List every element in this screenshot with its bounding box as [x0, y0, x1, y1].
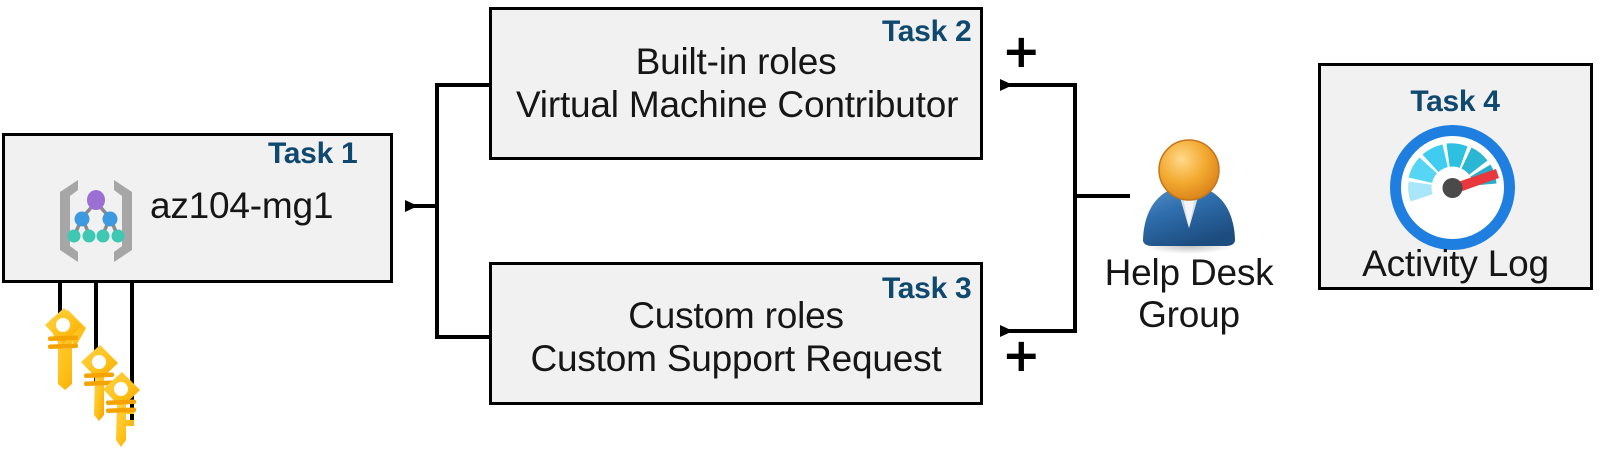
task2-badge: Task 2 [882, 15, 972, 48]
task4-badge: Task 4 [1410, 85, 1500, 118]
user-group-icon [1130, 136, 1248, 254]
task1-text: az104-mg1 [150, 185, 334, 226]
task4-text: Activity Log [1362, 243, 1549, 284]
task2-box[interactable] [489, 7, 983, 160]
task1-badge: Task 1 [268, 137, 358, 170]
task2-line2: Virtual Machine Contributor [516, 84, 959, 125]
task4-box[interactable] [1318, 63, 1593, 290]
connector-roles-to-mg [405, 83, 489, 339]
task3-line1: Custom roles [628, 295, 844, 336]
task3-badge: Task 3 [882, 272, 972, 305]
help-desk-group-line2: Group [1138, 294, 1240, 335]
task3-line2: Custom Support Request [530, 338, 942, 379]
task3-box[interactable] [489, 262, 983, 405]
management-group-icon [48, 172, 144, 268]
keys-icon [30, 306, 160, 449]
plus-top-icon: + [1002, 24, 1041, 78]
help-desk-group-line1: Help Desk [1104, 252, 1274, 293]
task2-line1: Built-in roles [635, 41, 837, 82]
plus-bottom-icon: + [1002, 328, 1041, 382]
activity-log-gauge-icon [1390, 125, 1515, 250]
